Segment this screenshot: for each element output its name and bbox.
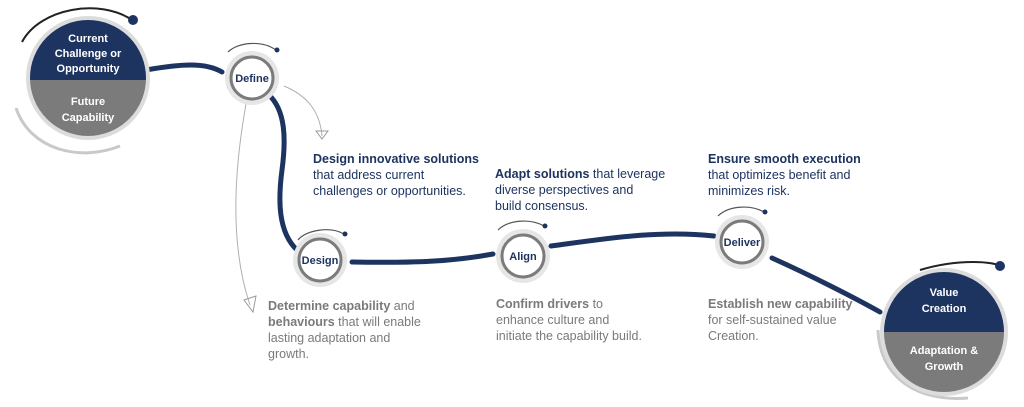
end-top-line1: Value [930, 287, 959, 299]
establish-capability-text: Establish new capability for self-sustai… [708, 296, 853, 344]
design-solutions-text: Design innovative solutions that address… [313, 151, 479, 199]
design-solutions-line2: that address current [313, 168, 425, 182]
determine-capability-rest2: that will enable [334, 315, 421, 329]
start-bottom-line2: Capability [62, 112, 115, 124]
determine-capability-bold1: Determine capability [268, 299, 391, 313]
step-align: Align [496, 220, 550, 283]
step-deliver-label: Deliver [724, 237, 761, 249]
adapt-solutions-text: Adapt solutions that leverage diverse pe… [495, 166, 665, 214]
determine-capability-bold2: behaviours [268, 315, 335, 329]
determine-capability-line4: growth. [268, 347, 309, 361]
adapt-solutions-line2: diverse perspectives and [495, 183, 634, 197]
start-top-line3: Opportunity [57, 63, 121, 75]
end-bottom-line1: Adaptation & [910, 345, 978, 357]
ensure-execution-bold: Ensure smooth execution [708, 152, 861, 166]
process-path [143, 62, 883, 315]
step-define-label: Define [235, 73, 269, 85]
confirm-drivers-bold: Confirm drivers [496, 297, 590, 311]
step-align-label: Align [509, 251, 537, 263]
start-circle: Current Challenge or Opportunity Future … [14, 7, 150, 155]
define-arrow-head [315, 130, 329, 140]
design-arrow-head [243, 295, 257, 314]
confirm-drivers-line3: initiate the capability build. [496, 329, 642, 343]
determine-capability-text: Determine capability and behaviours that… [268, 298, 421, 362]
establish-capability-line2: for self-sustained value [708, 313, 837, 327]
define-down-connector [235, 103, 251, 306]
ensure-execution-text: Ensure smooth execution that optimizes b… [708, 151, 861, 199]
determine-capability-line3: lasting adaptation and [268, 331, 391, 345]
end-top-line2: Creation [922, 303, 967, 315]
define-connector-arrow [283, 85, 323, 137]
end-bottom-line2: Growth [925, 361, 964, 373]
determine-capability-rest1: and [390, 299, 415, 313]
ensure-execution-line3: minimizes risk. [708, 184, 790, 198]
design-solutions-bold: Design innovative solutions [313, 152, 479, 166]
adapt-solutions-rest1: that leverage [589, 167, 666, 181]
confirm-drivers-line2: enhance culture and [496, 313, 610, 327]
end-circle: Value Creation Adaptation & Growth [876, 261, 1008, 400]
start-bottom-line1: Future [71, 96, 105, 108]
establish-capability-line3: Creation. [708, 329, 759, 343]
step-design-label: Design [302, 255, 339, 267]
start-top-line1: Current [68, 33, 108, 45]
confirm-drivers-rest1: to [589, 297, 603, 311]
confirm-drivers-text: Confirm drivers to enhance culture and i… [496, 296, 642, 344]
step-design: Design [293, 229, 348, 287]
adapt-solutions-bold: Adapt solutions [495, 167, 590, 181]
start-top-line2: Challenge or [55, 48, 122, 60]
adapt-solutions-line3: build consensus. [495, 199, 589, 213]
establish-capability-bold: Establish new capability [708, 297, 853, 311]
design-solutions-line3: challenges or opportunities. [313, 184, 466, 198]
step-deliver: Deliver [715, 206, 769, 269]
step-define: Define [225, 42, 280, 105]
ensure-execution-line2: that optimizes benefit and [708, 168, 851, 182]
